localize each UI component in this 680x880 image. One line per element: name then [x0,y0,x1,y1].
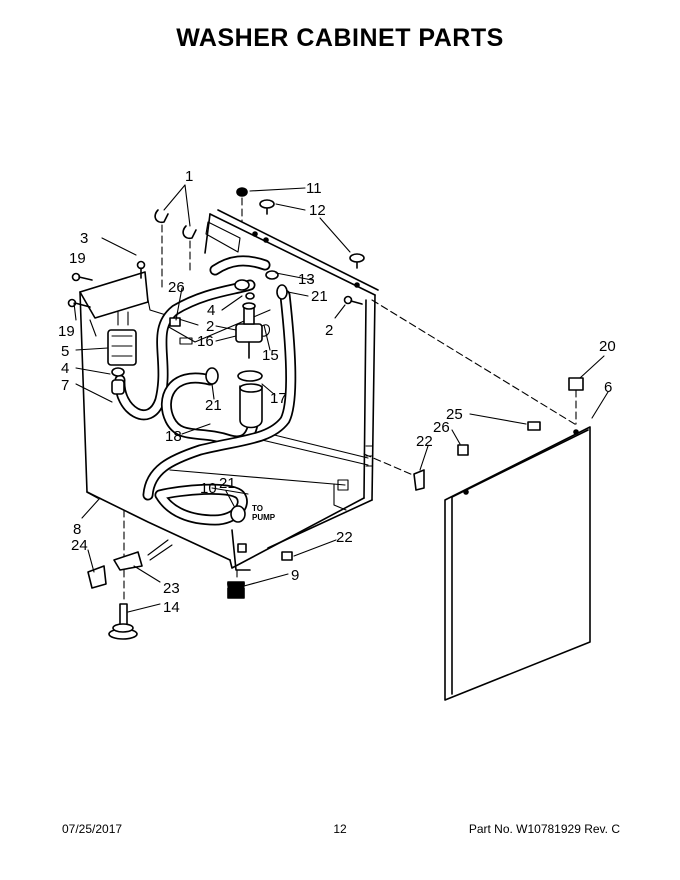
callout-17: 17 [270,390,287,407]
footer-date: 07/25/2017 [62,822,123,836]
screw-icon [136,260,146,279]
footer-page-number: 12 [333,822,347,836]
page-title: WASHER CABINET PARTS [176,24,504,52]
callout-21c: 21 [219,475,236,492]
callout-4b: 4 [61,360,69,377]
callout-2a: 2 [206,318,214,335]
callout-18: 18 [165,428,182,445]
callout-21a: 21 [311,288,328,305]
cabinet [79,209,379,569]
callout-9: 9 [291,567,299,584]
callout-22a: 22 [336,529,353,546]
callout-21b: 21 [205,397,222,414]
cabinet-caps [236,187,365,269]
callout-8: 8 [73,521,81,538]
callout-19b: 19 [58,323,75,340]
callout-labels: 1 11 12 3 19 13 21 26 4 2 2 19 16 5 15 4… [58,168,616,616]
screws [67,260,363,308]
callout-20: 20 [599,338,616,355]
callout-26b: 26 [433,419,450,436]
panel-clips [169,317,584,491]
callout-26a: 26 [168,279,185,296]
screw-icon [71,272,93,282]
callout-1: 1 [185,168,193,185]
callout-3: 3 [80,230,88,247]
callout-6: 6 [604,379,612,396]
callout-2b: 2 [325,322,333,339]
callout-16: 16 [197,333,214,350]
callout-leaders [73,184,609,613]
footer-part-number: Part No. W10781929 Rev. C [468,822,620,836]
callout-12: 12 [309,202,326,219]
callout-5: 5 [61,343,69,360]
leveling-legs [87,509,173,640]
callout-10: 10 [200,480,217,497]
callout-19a: 19 [69,250,86,267]
screw-icon [67,298,91,308]
front-panel [363,299,591,701]
callout-14: 14 [163,599,180,616]
callout-13: 13 [298,271,315,288]
callout-7: 7 [61,377,69,394]
callout-23: 23 [163,580,180,597]
callout-25: 25 [446,406,463,423]
to-pump-label-pump: PUMP [252,513,276,522]
screw-icon [343,295,363,305]
callout-4a: 4 [207,302,215,319]
water-inlet-valve [89,311,137,395]
to-pump-label-to: TO [252,504,263,513]
callout-15: 15 [262,347,279,364]
callout-22b: 22 [416,433,433,450]
pump-bracket [227,529,293,599]
callout-11: 11 [306,180,322,197]
center-valve-assembly [234,270,288,429]
callout-24: 24 [71,537,88,554]
hose-clips [154,209,197,291]
